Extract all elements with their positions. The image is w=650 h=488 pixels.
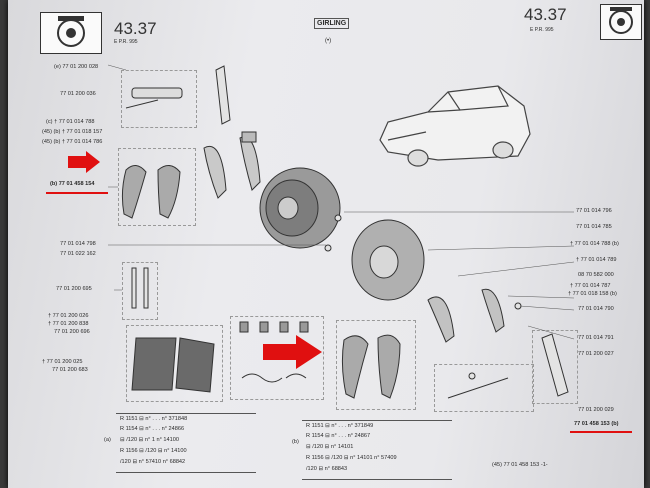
part-right-2: † 77 01 014 788 (b): [570, 241, 619, 247]
part-left-5-highlighted: (b) 77 01 458 154: [50, 181, 95, 187]
catalog-page: 43.37 E P.R. 995 GIRLING (•) 43.37 E P.R…: [8, 0, 644, 488]
footer-reference: (45) 77 01 458 153 -1-: [492, 462, 548, 468]
part-right-4: 08 70 582 000: [578, 272, 614, 278]
table-a-row: ⊟ /120 ⊟ n° 1 n° 14100: [120, 437, 179, 443]
part-right-8: 77 01 014 791: [578, 335, 614, 341]
red-arrow-left: [68, 151, 100, 173]
part-left-6: 77 01 014 798: [60, 241, 96, 247]
part-left-8: 77 01 200 695: [56, 286, 92, 292]
part-right-10: 77 01 200 029: [578, 407, 614, 413]
part-left-1: 77 01 200 036: [60, 91, 96, 97]
drum-brake-icon-left: [40, 12, 102, 54]
part-right-6: † 77 01 018 158 (b): [568, 291, 617, 297]
part-left-11: 77 01 200 696: [54, 329, 90, 335]
part-left-2: (c) † 77 01 014 788: [46, 119, 95, 125]
page-sub-right: E P.R. 995: [530, 27, 554, 33]
part-left-9: † 77 01 200 026: [48, 313, 89, 319]
frame-shoes-right: [336, 320, 416, 410]
table-b: R 1151 ⊟ n° . . . n° 371849 R 1154 ⊟ n° …: [302, 420, 452, 480]
frame-linings: [126, 325, 223, 402]
part-right-7: 77 01 014 790: [578, 306, 614, 312]
table-a-row: R 1151 ⊟ n° . . . n° 371848: [120, 416, 188, 422]
table-a-row: R 1154 ⊟ n° . . . n° 24866: [120, 426, 185, 432]
frame-springs-left: [122, 262, 158, 320]
part-left-13: 77 01 200 683: [52, 367, 88, 373]
red-arrow-middle: [263, 335, 322, 369]
part-left-7: 77 01 022 162: [60, 251, 96, 257]
red-underline-right: [570, 431, 632, 433]
frame-shoes-left: [118, 148, 196, 226]
part-right-9: 77 01 200 027: [578, 351, 614, 357]
table-a-label: (a): [104, 437, 111, 443]
table-b-row: R 1151 ⊟ n° . . . n° 371849: [306, 423, 374, 429]
part-right-0: 77 01 014 796: [576, 208, 612, 214]
part-right-5: † 77 01 014 787: [570, 283, 611, 289]
frame-caliper-top: [121, 70, 197, 128]
table-a-row: R 1156 ⊟ /120 ⊟ n° 14100: [120, 448, 187, 454]
table-b-row: ⊟ /120 ⊟ n° 14101: [306, 444, 354, 450]
part-right-1: 77 01 014 785: [576, 224, 612, 230]
part-left-12: † 77 01 200 025: [42, 359, 83, 365]
table-b-row: /120 ⊟ n° 68843: [306, 466, 348, 472]
table-a: R 1151 ⊟ n° . . . n° 371848 R 1154 ⊟ n° …: [116, 413, 256, 473]
brand-mark: (•): [325, 38, 332, 44]
car-illustration: [379, 85, 531, 167]
red-underline-left: [46, 192, 108, 194]
part-left-10: † 77 01 200 838: [48, 321, 89, 327]
table-a-row: /120 ⊟ n° 57410 n° 68842: [120, 459, 186, 465]
frame-cable: [434, 364, 534, 412]
page-number-right: 43.37: [524, 5, 567, 24]
part-left-4: (45) (b) † 77 01 014 786: [42, 139, 103, 145]
part-right-11-highlighted: 77 01 458 153 (b): [574, 421, 619, 427]
part-right-3: † 77 01 014 789: [576, 257, 617, 263]
table-b-label: (b): [292, 439, 299, 445]
exploded-brake-drawing: [107, 64, 575, 399]
table-b-row: R 1154 ⊟ n° . . . n° 24867: [306, 433, 371, 439]
page-number-left: 43.37: [114, 19, 157, 38]
brand-label: GIRLING: [314, 18, 350, 29]
page-sub-left: E P.R. 995: [114, 39, 138, 45]
part-left-0: (e) 77 01 200 028: [54, 64, 99, 70]
frame-hardware: [230, 316, 324, 400]
drum-brake-icon-right: [600, 4, 642, 40]
table-b-row: R 1156 ⊟ /120 ⊟ n° 14101 n° 57409: [306, 455, 397, 461]
part-left-3: (45) (b) † 77 01 018 157: [42, 129, 103, 135]
frame-lever: [532, 330, 578, 404]
